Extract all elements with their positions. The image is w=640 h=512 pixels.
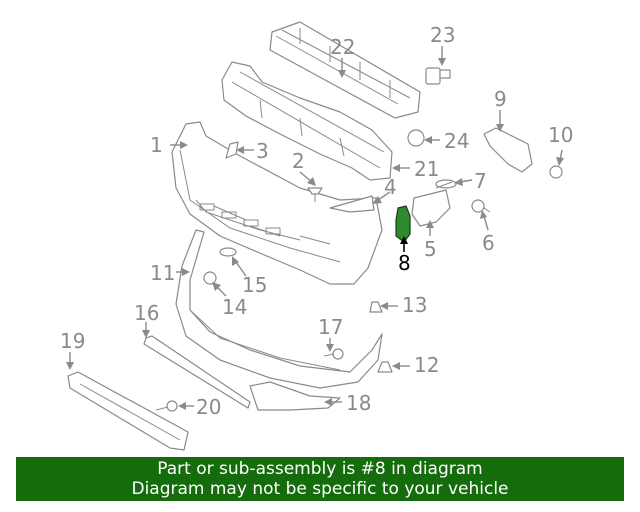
callout-18: 18: [346, 391, 371, 415]
callout-11: 11: [150, 261, 175, 285]
callout-15: 15: [242, 273, 267, 297]
part-17-screw: [323, 348, 344, 360]
callout-20: 20: [196, 395, 221, 419]
part-11-lower-valance: [175, 229, 383, 389]
part-12-clip: [377, 361, 393, 373]
callout-16: 16: [134, 301, 159, 325]
callout-17: 17: [318, 315, 343, 339]
callout-19: 19: [60, 329, 85, 353]
info-banner: Part or sub-assembly is #8 in diagram Di…: [16, 457, 624, 501]
part-4-bracket: [329, 195, 375, 213]
part-14-grommet: [203, 271, 217, 285]
part-3-clip: [225, 141, 239, 159]
part-23-bolt: [425, 67, 451, 85]
part-21-absorber: [221, 61, 393, 181]
callout-14: 14: [222, 295, 247, 319]
callout-1: 1: [150, 133, 163, 157]
callout-labels: 1 2 3 4 5 6 7 8 9 10 11 12 13 14 15 16 1…: [60, 23, 573, 419]
callout-8-highlighted: 8: [398, 251, 411, 275]
part-5-side-bracket: [411, 189, 451, 227]
callout-24: 24: [444, 129, 469, 153]
part-15-clip: [219, 247, 237, 257]
callout-13: 13: [402, 293, 427, 317]
part-16-strip: [143, 335, 251, 409]
part-19-grille-strip: [67, 371, 189, 451]
callout-22: 22: [330, 35, 355, 59]
callout-9: 9: [494, 87, 507, 111]
callout-7: 7: [474, 169, 487, 193]
part-2-pin: [307, 187, 323, 202]
callout-10: 10: [548, 123, 573, 147]
callout-4: 4: [384, 175, 397, 199]
part-24-nut: [407, 129, 425, 147]
part-7-screw: [435, 179, 457, 189]
callout-6: 6: [482, 231, 495, 255]
part-13-clip: [369, 301, 383, 313]
callout-21: 21: [414, 157, 439, 181]
part-18-skid-plate: [249, 381, 341, 411]
callout-23: 23: [430, 23, 455, 47]
callout-3: 3: [256, 139, 269, 163]
part-10-nut: [549, 165, 563, 179]
part-9-mount-bracket: [483, 127, 533, 173]
callout-12: 12: [414, 353, 439, 377]
part-6-bolt: [471, 199, 491, 213]
banner-line-disclaimer: Diagram may not be specific to your vehi…: [131, 479, 509, 499]
callout-5: 5: [424, 237, 437, 261]
banner-line-part-number: Part or sub-assembly is #8 in diagram: [157, 459, 483, 479]
part-8-highlighted-bracket: [395, 205, 411, 243]
part-20-screw: [155, 400, 178, 412]
callout-lines: [66, 46, 564, 410]
callout-2: 2: [292, 149, 305, 173]
